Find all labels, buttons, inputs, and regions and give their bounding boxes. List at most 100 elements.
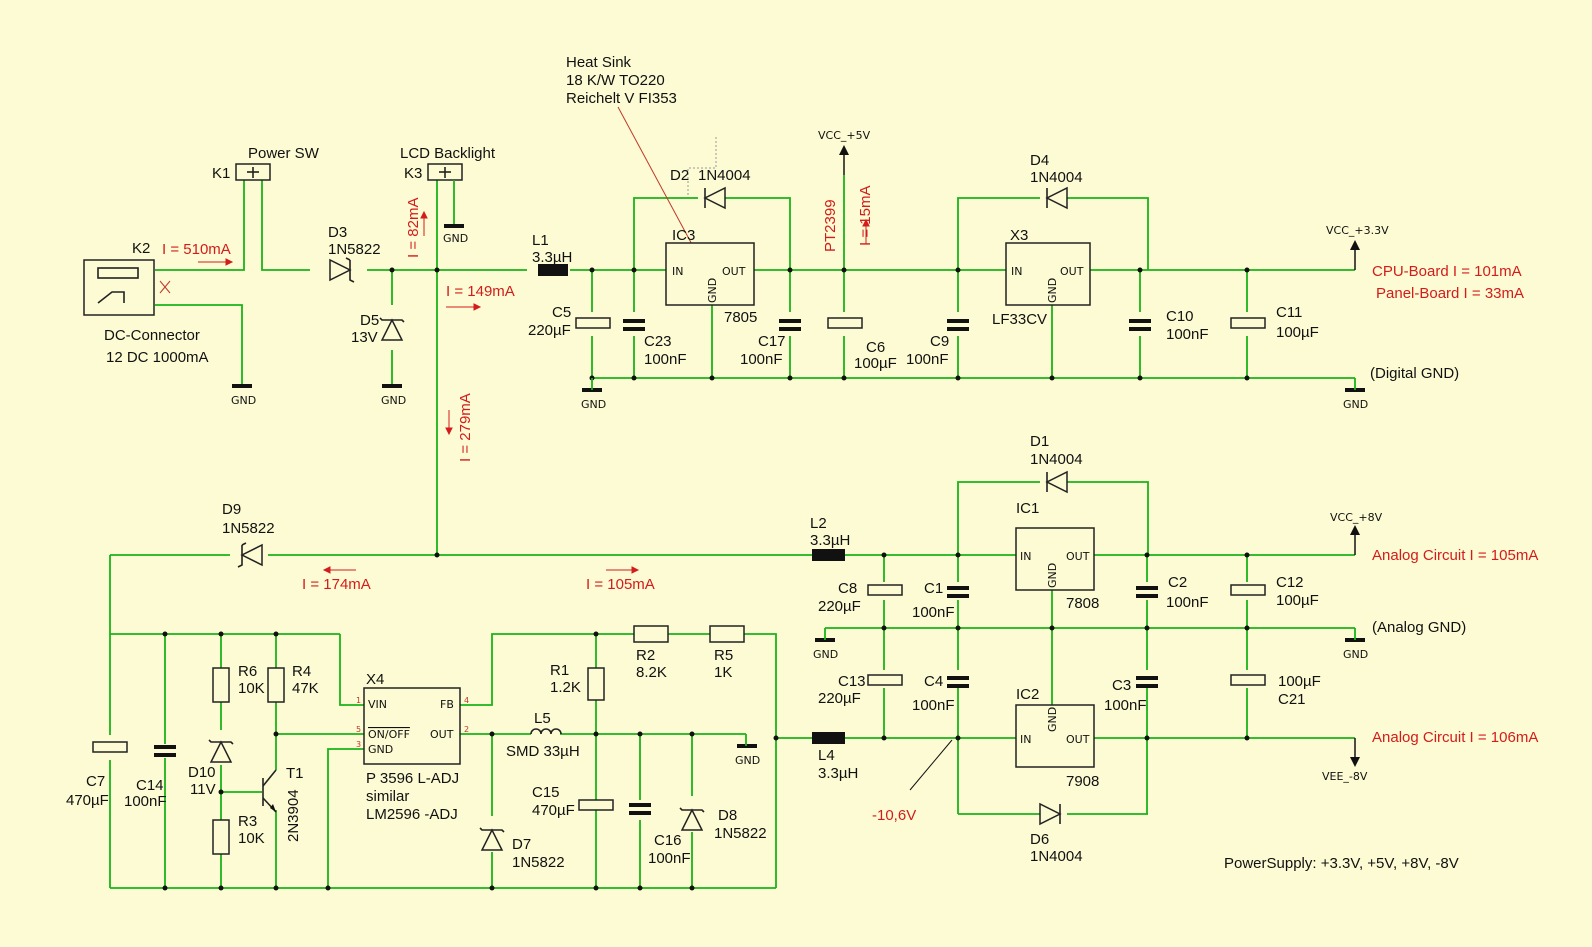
ic1-label: IC1 xyxy=(1016,500,1039,517)
diode-d8[interactable] xyxy=(679,807,705,831)
diode-d6[interactable] xyxy=(1039,802,1062,826)
c2-label: C2 xyxy=(1168,574,1187,591)
diode-d2[interactable] xyxy=(703,186,726,210)
c11-label: C11 xyxy=(1276,304,1302,321)
dc-connector[interactable] xyxy=(83,259,171,316)
junction-dots xyxy=(162,267,1250,891)
regulator-x3[interactable] xyxy=(1005,242,1091,306)
current-annotations: I = 510mA I = 82mA I = 149mA I = 15mA I … xyxy=(162,186,1538,824)
d7-value: 1N5822 xyxy=(512,854,565,871)
c6-value: 100µF xyxy=(854,355,897,372)
x3-value: LF33CV xyxy=(992,311,1047,328)
c9-value: 100nF xyxy=(906,351,949,368)
resistor-r5[interactable] xyxy=(709,625,745,643)
k2-label: K2 xyxy=(132,240,150,257)
x4-pin2: 2 xyxy=(464,725,469,734)
l2-label: L2 xyxy=(810,515,827,532)
d3-value: 1N5822 xyxy=(328,241,381,258)
l2-value: 3.3µH xyxy=(810,532,850,549)
x4-out-pin: OUT xyxy=(430,728,454,741)
svg-text:GND: GND xyxy=(813,648,838,661)
t1-value: 2N3904 xyxy=(285,789,302,842)
inductor-l5[interactable] xyxy=(530,728,562,735)
heat-sink-part: Reichelt V FI353 xyxy=(566,90,677,107)
connector-k3[interactable] xyxy=(427,163,463,226)
diode-d4[interactable] xyxy=(1045,186,1068,210)
c12-value: 100µF xyxy=(1276,592,1319,609)
regulator-ic1[interactable] xyxy=(1015,527,1095,591)
resistor-r6[interactable] xyxy=(212,667,230,703)
cap-c4[interactable] xyxy=(947,676,969,688)
inductor-l4[interactable] xyxy=(812,732,845,744)
x3-out-pin: OUT xyxy=(1060,265,1084,278)
inductor-l1[interactable] xyxy=(538,264,568,276)
d6-label: D6 xyxy=(1030,831,1049,848)
x4-pin3: 3 xyxy=(356,740,361,749)
cap-c3[interactable] xyxy=(1136,676,1158,688)
current-15-label: I = 15mA xyxy=(857,186,874,246)
buck-converter-x4[interactable] xyxy=(363,687,461,765)
c23-value: 100nF xyxy=(644,351,687,368)
c3-label: C3 xyxy=(1112,677,1131,694)
diode-d9[interactable] xyxy=(237,542,263,568)
diode-d1[interactable] xyxy=(1045,470,1068,494)
gnd-symbol: GND xyxy=(443,224,468,245)
analog-105-label: Analog Circuit I = 105mA xyxy=(1372,547,1538,564)
c15-value: 470µF xyxy=(532,802,575,819)
x4-desc-2: similar xyxy=(366,788,409,805)
cap-c5[interactable] xyxy=(575,317,611,329)
current-105-label: I = 105mA xyxy=(586,576,655,593)
cap-c16[interactable] xyxy=(629,803,651,815)
resistor-r4[interactable] xyxy=(267,667,285,703)
inductor-l2[interactable] xyxy=(812,549,845,561)
cap-c6[interactable] xyxy=(827,317,863,329)
zener-d5[interactable] xyxy=(379,317,405,341)
cap-c9[interactable] xyxy=(947,319,969,331)
cap-c10[interactable] xyxy=(1129,319,1151,331)
c21-label: C21 xyxy=(1278,691,1306,708)
svg-text:GND: GND xyxy=(443,232,468,245)
x4-onoff-pin: ON/OFF xyxy=(368,728,410,741)
digital-gnd-label: (Digital GND) xyxy=(1370,365,1459,382)
x4-desc-1: P 3596 L-ADJ xyxy=(366,770,459,787)
cap-c13[interactable] xyxy=(867,674,903,686)
cap-c8[interactable] xyxy=(867,584,903,596)
cap-c21[interactable] xyxy=(1230,674,1266,686)
r3-label: R3 xyxy=(238,813,257,830)
diode-d7[interactable] xyxy=(479,827,505,851)
regulator-ic2[interactable] xyxy=(1015,704,1095,768)
cap-c12[interactable] xyxy=(1230,584,1266,596)
heat-sink-outline xyxy=(687,135,717,195)
cap-c11[interactable] xyxy=(1230,317,1266,329)
d3-label: D3 xyxy=(328,224,347,241)
r2-value: 8.2K xyxy=(636,664,667,681)
cap-c14[interactable] xyxy=(154,745,176,757)
cap-c17[interactable] xyxy=(779,319,801,331)
transistor-t1[interactable] xyxy=(262,769,277,813)
ic1-in-pin: IN xyxy=(1020,550,1031,563)
cap-c15[interactable] xyxy=(578,799,614,811)
gnd-symbol: GND xyxy=(381,384,406,407)
resistor-r1[interactable] xyxy=(587,667,605,701)
analog-106-label: Analog Circuit I = 106mA xyxy=(1372,729,1538,746)
cap-c2[interactable] xyxy=(1136,586,1158,598)
x4-desc-3: LM2596 -ADJ xyxy=(366,806,458,823)
r4-value: 47K xyxy=(292,680,319,697)
regulator-ic3[interactable] xyxy=(665,242,755,306)
d6-value: 1N4004 xyxy=(1030,848,1083,865)
ic1-gnd-pin: GND xyxy=(1046,563,1059,588)
zener-d10[interactable] xyxy=(208,739,234,763)
d2-label: D2 xyxy=(670,167,689,184)
l4-label: L4 xyxy=(818,747,835,764)
connector-k1[interactable] xyxy=(235,163,271,181)
cap-c1[interactable] xyxy=(947,586,969,598)
c14-value: 100nF xyxy=(124,793,167,810)
resistor-r3[interactable] xyxy=(212,819,230,855)
cap-c23[interactable] xyxy=(623,319,645,331)
resistor-r2[interactable] xyxy=(633,625,669,643)
c16-value: 100nF xyxy=(648,850,691,867)
c7-value: 470µF xyxy=(66,792,109,809)
diode-d3[interactable] xyxy=(329,257,355,283)
cap-c7[interactable] xyxy=(92,741,128,753)
heat-sink-leader xyxy=(617,106,696,251)
